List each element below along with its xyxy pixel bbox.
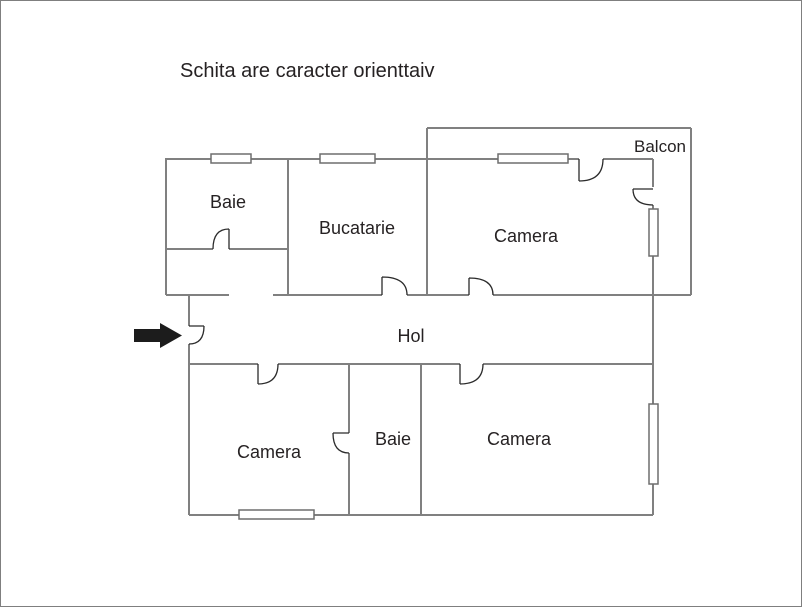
window-camera-top — [497, 153, 569, 164]
window-camera-bottom-left — [238, 509, 315, 520]
door-baie-bottom — [332, 432, 350, 454]
room-label-bucatarie: Bucatarie — [319, 218, 395, 238]
door-camera-bottom-left — [257, 363, 279, 385]
door-bucatarie — [381, 276, 408, 296]
room-label-camera-bottom-right: Camera — [487, 429, 552, 449]
page-title: Schita are caracter orienttaiv — [180, 60, 435, 82]
room-label-baie-top: Baie — [210, 192, 246, 212]
room-label-camera-top: Camera — [494, 226, 559, 246]
room-label-balcon: Balcon — [634, 137, 686, 156]
door-camera-bottom-right — [459, 363, 484, 385]
door-baie-top — [212, 228, 230, 250]
walls — [165, 127, 692, 516]
room-label-baie-bottom: Baie — [375, 429, 411, 449]
window-camera-bottom-right-side — [648, 403, 659, 485]
window-baie-top — [210, 153, 252, 164]
room-label-hol: Hol — [397, 326, 424, 346]
door-entrance — [188, 325, 205, 345]
windows — [210, 153, 659, 520]
wall-lines-vertical — [165, 128, 692, 515]
door-camera-top-hol — [468, 277, 494, 296]
window-camera-top-balcony-side — [648, 208, 659, 257]
door-balcon-side — [632, 188, 654, 206]
entrance-arrow-icon — [134, 323, 182, 348]
room-label-camera-bottom-left: Camera — [237, 442, 302, 462]
doors — [188, 158, 654, 454]
window-bucatarie — [319, 153, 376, 164]
door-camera-top-balcony — [578, 158, 604, 182]
